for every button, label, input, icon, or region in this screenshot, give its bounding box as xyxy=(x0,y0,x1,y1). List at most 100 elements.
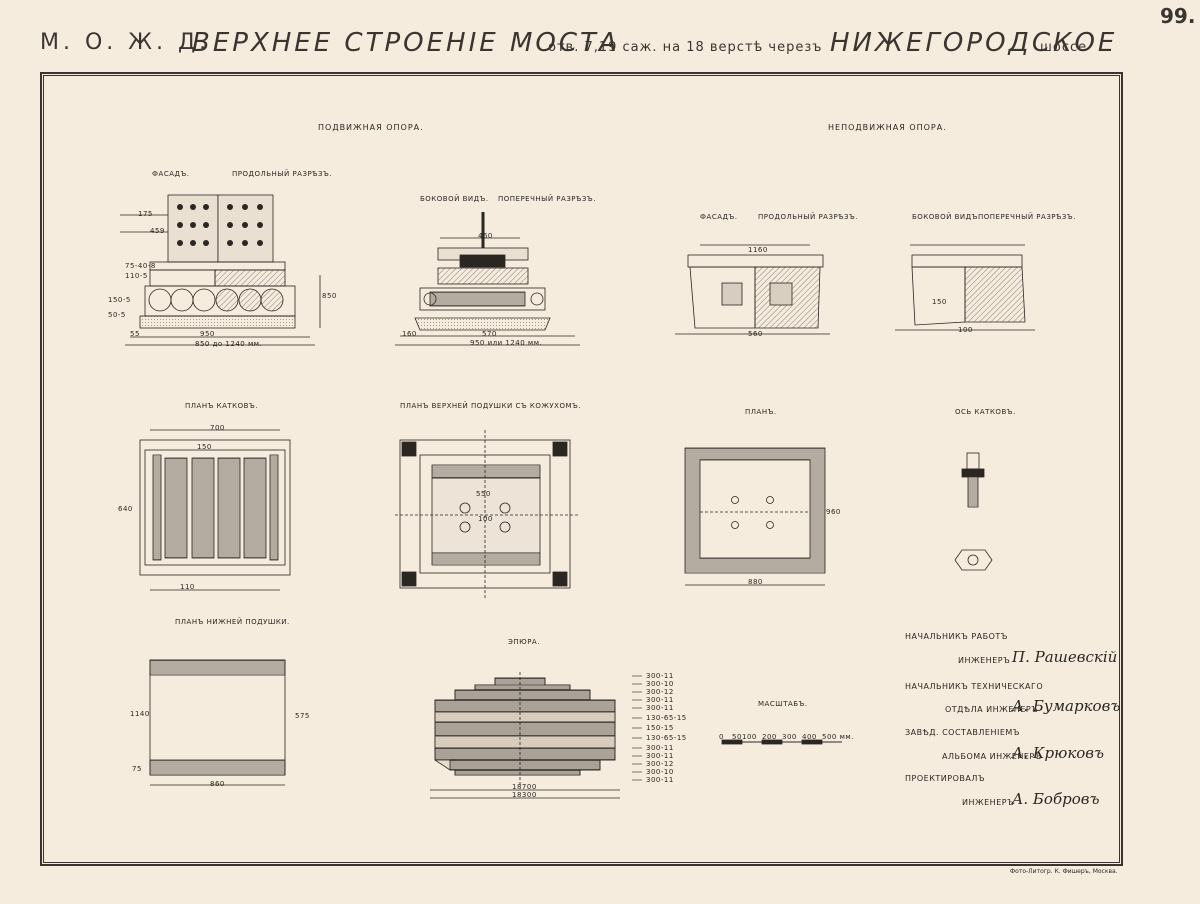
label-side-view-fixed: БОКОВОЙ ВИДЪ. xyxy=(912,213,981,221)
dim-560: 560 xyxy=(748,330,763,338)
label-cross-section-fixed: ПОПЕРЕЧНЫЙ РАЗРѢЗЪ. xyxy=(978,213,1076,221)
dim-950-1240: 950 или 1240 мм. xyxy=(470,339,543,347)
signature-title: ИНЖЕНЕРЪ xyxy=(958,656,1011,665)
support-row-label: 300-10 xyxy=(646,768,674,776)
support-diagram-drawing xyxy=(430,672,642,799)
dim-55: 55 xyxy=(130,330,140,338)
label-side-view: БОКОВОЙ ВИДЪ. xyxy=(420,195,489,203)
dim-550: 550 xyxy=(476,490,491,498)
signature-title: ОТДѢЛА ИНЖЕНЕРЪ xyxy=(945,705,1039,714)
scale-tick: 0 xyxy=(719,733,724,741)
drawing-frame xyxy=(40,72,1123,866)
dim-880: 880 xyxy=(748,578,763,586)
dim-700: 700 xyxy=(210,424,225,432)
fixed-side-drawing xyxy=(895,244,1035,331)
label-facade-fixed: ФАСАДЪ. xyxy=(700,213,738,221)
signature-role: НАЧАЛЬНИКЪ РАБОТЪ xyxy=(905,632,1008,641)
support-row-label: 300-11 xyxy=(646,696,674,704)
label-scale: МАСШТАБЪ. xyxy=(758,700,808,708)
support-row-label: 300-11 xyxy=(646,704,674,712)
dim-1160: 1160 xyxy=(748,246,768,254)
dim-1140: 1140 xyxy=(130,710,150,718)
dim-950: 950 xyxy=(200,330,215,338)
dim-960: 960 xyxy=(826,508,841,516)
dim-860: 860 xyxy=(210,780,225,788)
scale-tick: 50 xyxy=(732,733,742,741)
fixed-plan-drawing xyxy=(684,447,826,586)
dim-150b: 150 xyxy=(197,443,212,451)
dim-160: 160 xyxy=(402,330,417,338)
support-row-label: 300-11 xyxy=(646,752,674,760)
dim-18700: 18700 xyxy=(512,783,537,791)
signature-title: ИНЖЕНЕРЪ xyxy=(962,798,1015,807)
scale-tick: 100 xyxy=(742,733,757,741)
support-row-label: 300-10 xyxy=(646,680,674,688)
label-facade: ФАСАДЪ. xyxy=(152,170,190,178)
signature-role: ПРОЕКТИРОВАЛЪ xyxy=(905,774,985,783)
dim-75: 75 xyxy=(132,765,142,773)
dim-75-40: 75-40-8 xyxy=(125,262,156,270)
label-long-section-fixed: ПРОДОЛЬНЫЙ РАЗРѢЗЪ. xyxy=(758,213,859,221)
page-number: 99. xyxy=(1160,4,1196,28)
scale-tick: 200 xyxy=(762,733,777,741)
label-fixed-support: НЕПОДВИЖНАЯ ОПОРА. xyxy=(828,123,947,132)
railway-abbrev: М. О. Ж. Д. xyxy=(40,30,211,55)
signature-name: П. Рашевскій xyxy=(1012,648,1118,666)
dim-110b: 110 xyxy=(180,583,195,591)
dim-100b: 100 xyxy=(478,515,493,523)
scale-tick: 500 мм. xyxy=(822,733,854,741)
dim-150: 150-5 xyxy=(108,296,131,304)
fixed-facade-drawing xyxy=(675,244,830,335)
label-long-section: ПРОДОЛЬНЫЙ РАЗРѢЗЪ. xyxy=(232,170,333,178)
rollers-plan-drawing xyxy=(139,429,291,591)
scale-bar xyxy=(721,739,842,745)
label-rollers-plan: ПЛАНЪ КАТКОВЪ. xyxy=(185,402,259,410)
roller-axis-drawing xyxy=(954,452,993,571)
lower-pad-plan-drawing xyxy=(149,659,286,786)
support-row-label: 300-12 xyxy=(646,688,674,696)
movable-side-drawing xyxy=(395,212,580,346)
printer-credit: Фото-Литогр. К. Фишеръ, Москва. xyxy=(1010,868,1118,875)
drawing-title: ВЕРХНЕЕ СТРОЕНІЕ МОСТА xyxy=(192,28,620,58)
support-row-label: 300-11 xyxy=(646,776,674,784)
label-lower-pad-plan: ПЛАНЪ НИЖНЕЙ ПОДУШКИ. xyxy=(175,618,290,626)
dim-175: 175 xyxy=(138,210,153,218)
signature-name: А. Бобровъ xyxy=(1012,790,1100,808)
dim-50: 50-5 xyxy=(108,311,126,319)
support-row-label: 300-12 xyxy=(646,760,674,768)
label-plan: ПЛАНЪ. xyxy=(745,408,777,416)
dim-170: 150 xyxy=(932,298,947,306)
dim-570: 570 xyxy=(482,330,497,338)
dim-850-range: 850 до 1240 мм. xyxy=(195,340,263,348)
signature-role: ЗАВѢД. СОСТАВЛЕНІЕМЪ xyxy=(905,728,1020,737)
label-support: ЭПЮРА. xyxy=(508,638,540,646)
movable-facade-drawing xyxy=(120,194,321,346)
label-upper-pad-plan: ПЛАНЪ ВЕРХНЕЙ ПОДУШКИ СЪ КОЖУХОМЪ. xyxy=(400,402,582,410)
drawing-frame-inner xyxy=(43,75,1120,863)
upper-pad-plan-drawing xyxy=(395,430,580,598)
dim-100: 100 xyxy=(958,326,973,334)
dim-18300: 18300 xyxy=(512,791,537,799)
road-type: шоссе xyxy=(1040,40,1088,55)
label-movable-support: ПОДВИЖНАЯ ОПОРА. xyxy=(318,123,424,132)
dim-460: 460 xyxy=(478,232,493,240)
support-row-label: 300-11 xyxy=(646,744,674,752)
support-row-label: 130-65-15 xyxy=(646,714,687,722)
dim-850: 850 xyxy=(322,292,337,300)
road-name: НИЖЕГОРОДСКОЕ xyxy=(830,28,1118,58)
dim-459: 459 xyxy=(150,227,165,235)
signature-role: НАЧАЛЬНИКЪ ТЕХНИЧЕСКАГО xyxy=(905,682,1044,691)
scale-tick: 300 xyxy=(782,733,797,741)
signature-title: АЛЬБОМА ИНЖЕНЕРЪ xyxy=(942,752,1042,761)
dim-575: 575 xyxy=(295,712,310,720)
signature-name: А. Крюковъ xyxy=(1012,744,1105,762)
support-row-label: 130-65-15 xyxy=(646,734,687,742)
scale-tick: 400 xyxy=(802,733,817,741)
drawing-span: отв. 7,19 саж. на 18 верстѣ черезъ xyxy=(548,40,823,55)
label-cross-section: ПОПЕРЕЧНЫЙ РАЗРѢЗЪ. xyxy=(498,195,596,203)
support-row-label: 150-15 xyxy=(646,724,674,732)
signature-name: А. Бумарковъ xyxy=(1012,697,1121,715)
support-row-label: 300-11 xyxy=(646,672,674,680)
dim-640: 640 xyxy=(118,505,133,513)
